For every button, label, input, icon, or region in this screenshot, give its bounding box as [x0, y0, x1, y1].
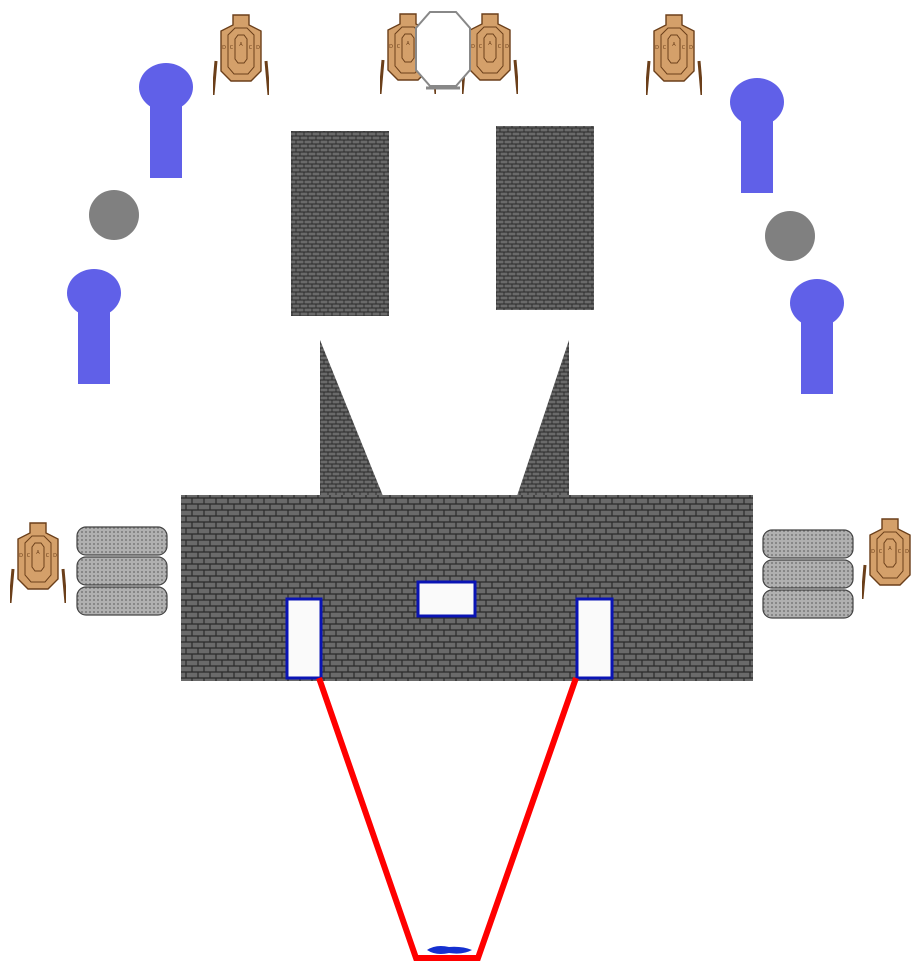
shooting-area-fault-line [316, 677, 579, 961]
paper-target-side-left [10, 521, 66, 603]
steel-plate-right [765, 211, 815, 261]
port-right [575, 597, 614, 680]
tire-barricade-right [762, 529, 854, 619]
port-center [416, 580, 477, 618]
paper-target-top-left [213, 13, 269, 95]
wing-wall-left [320, 340, 383, 496]
paper-target-side-right [862, 517, 913, 599]
upper-wall-left [291, 131, 389, 316]
no-shoot-octagon-icon [415, 11, 471, 87]
tire-barricade-left [76, 526, 168, 616]
paper-target-top-right [646, 13, 702, 95]
popper-left-upper [139, 63, 193, 178]
wing-wall-right [517, 340, 569, 496]
popper-right-lower [790, 279, 844, 394]
popper-left-lower [67, 269, 121, 384]
start-position-marker-icon [427, 946, 472, 954]
steel-plate-left [89, 190, 139, 240]
popper-right-upper [730, 78, 784, 193]
port-left [285, 597, 323, 680]
upper-wall-right [496, 126, 594, 310]
